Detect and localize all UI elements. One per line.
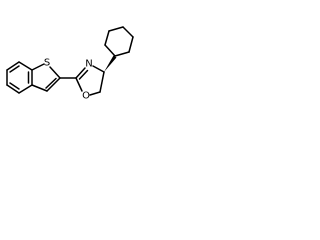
bond-cy5-cy6 [128, 36, 134, 53]
atom-label-nitrogen: N [85, 59, 92, 70]
bond-c5-c4 [6, 84, 20, 94]
cyclohexyl-ring [104, 26, 134, 57]
double-bond-c2-n3-inner [78, 69, 89, 80]
bond-cy3-cy4 [108, 26, 124, 32]
bond-c4-c3a [18, 84, 33, 94]
bond-c4-c5 [99, 71, 105, 93]
bond-cy6-cy1 [114, 51, 130, 57]
stereo-wedge [104, 55, 117, 72]
bond-s1-c2 [49, 66, 61, 79]
bond-c7a-c7 [18, 61, 33, 71]
bond-c7a-s1 [31, 63, 45, 71]
structure-canvas: S N O [0, 0, 152, 152]
oxazoline-ring [75, 65, 105, 96]
molecule-drawing: S N O [6, 26, 134, 102]
bond-n3-c4 [92, 65, 105, 73]
bond-c5-o1 [89, 91, 101, 96]
double-bond-c7-c6 [9, 65, 20, 73]
atom-label-oxygen: O [82, 91, 90, 102]
bond-c2-c3 [46, 77, 61, 92]
bond-o1-c2 [75, 77, 83, 92]
benzene-ring [6, 61, 33, 94]
thiophene-ring [31, 63, 61, 92]
double-bond-c5-c4 [9, 82, 20, 90]
double-bond-c2-c3 [45, 77, 57, 89]
bond-c7-c6 [6, 61, 20, 71]
bond-cy4-cy5 [122, 26, 134, 38]
double-bond-c2-n3 [75, 67, 86, 79]
bond-cy1-cy2 [104, 44, 116, 57]
bond-cy2-cy3 [104, 30, 110, 46]
bond-c3-c3a [31, 84, 48, 92]
atom-label-sulfur: S [44, 58, 50, 69]
